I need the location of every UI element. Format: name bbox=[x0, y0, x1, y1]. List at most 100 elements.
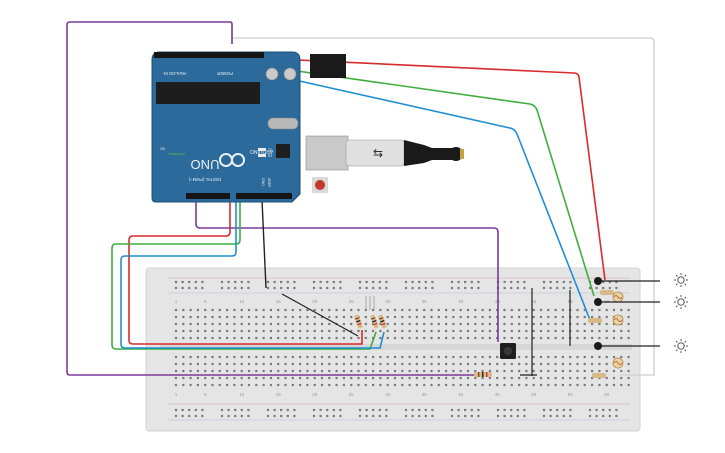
wire-green-led[interactable] bbox=[111, 200, 377, 350]
breadboard-hole[interactable] bbox=[240, 322, 243, 326]
breadboard-hole[interactable] bbox=[182, 383, 185, 387]
breadboard-hole[interactable] bbox=[233, 369, 236, 373]
breadboard-hole[interactable] bbox=[503, 280, 506, 284]
breadboard-hole[interactable] bbox=[174, 280, 178, 284]
breadboard-hole[interactable] bbox=[612, 336, 616, 340]
breadboard-hole[interactable] bbox=[488, 355, 491, 359]
breadboard-hole[interactable] bbox=[204, 369, 207, 373]
breadboard-hole[interactable] bbox=[247, 286, 250, 290]
breadboard-hole[interactable] bbox=[386, 369, 389, 373]
breadboard-hole[interactable] bbox=[591, 362, 594, 366]
breadboard-hole[interactable] bbox=[474, 355, 477, 359]
breadboard-hole[interactable] bbox=[430, 362, 433, 366]
breadboard-hole[interactable] bbox=[627, 322, 630, 326]
breadboard-hole[interactable] bbox=[569, 286, 572, 290]
breadboard-hole[interactable] bbox=[291, 322, 294, 326]
breadboard-hole[interactable] bbox=[291, 355, 294, 359]
breadboard-hole[interactable] bbox=[226, 369, 229, 373]
breadboard-hole[interactable] bbox=[532, 376, 535, 380]
breadboard-hole[interactable] bbox=[326, 280, 329, 284]
breadboard-hole[interactable] bbox=[516, 414, 519, 418]
breadboard-hole[interactable] bbox=[320, 308, 324, 312]
breadboard-hole[interactable] bbox=[569, 369, 572, 373]
breadboard-hole[interactable] bbox=[218, 383, 221, 387]
breadboard-hole[interactable] bbox=[218, 329, 221, 333]
breadboard-hole[interactable] bbox=[539, 362, 543, 366]
breadboard-hole[interactable] bbox=[269, 383, 272, 387]
breadboard-hole[interactable] bbox=[424, 286, 427, 290]
breadboard-hole[interactable] bbox=[335, 329, 338, 333]
breadboard-hole[interactable] bbox=[393, 336, 397, 340]
breadboard-hole[interactable] bbox=[627, 355, 630, 359]
breadboard-hole[interactable] bbox=[554, 362, 557, 366]
wire-green-analog[interactable] bbox=[261, 65, 595, 297]
breadboard-hole[interactable] bbox=[174, 355, 178, 359]
breadboard-hole[interactable] bbox=[401, 383, 404, 387]
breadboard-hole[interactable] bbox=[226, 315, 229, 319]
breadboard-hole[interactable] bbox=[496, 355, 499, 359]
breadboard-hole[interactable] bbox=[523, 286, 526, 290]
breadboard-hole[interactable] bbox=[452, 308, 455, 312]
breadboard-hole[interactable] bbox=[262, 322, 265, 326]
breadboard-hole[interactable] bbox=[503, 362, 506, 366]
breadboard-hole[interactable] bbox=[211, 355, 214, 359]
breadboard-hole[interactable] bbox=[313, 369, 316, 373]
breadboard-hole[interactable] bbox=[364, 355, 367, 359]
breadboard-hole[interactable] bbox=[518, 362, 521, 366]
breadboard-hole[interactable] bbox=[503, 329, 506, 333]
breadboard-hole[interactable] bbox=[280, 408, 283, 412]
breadboard-hole[interactable] bbox=[262, 376, 265, 380]
breadboard-hole[interactable] bbox=[591, 329, 594, 333]
breadboard-hole[interactable] bbox=[430, 336, 433, 340]
breadboard-hole[interactable] bbox=[620, 369, 623, 373]
breadboard-hole[interactable] bbox=[525, 383, 528, 387]
breadboard-hole[interactable] bbox=[269, 376, 272, 380]
breadboard-hole[interactable] bbox=[255, 369, 258, 373]
breadboard-hole[interactable] bbox=[510, 369, 513, 373]
breadboard-hole[interactable] bbox=[196, 362, 199, 366]
breadboard-hole[interactable] bbox=[547, 376, 550, 380]
breadboard-hole[interactable] bbox=[218, 376, 221, 380]
breadboard-hole[interactable] bbox=[503, 322, 506, 326]
breadboard-hole[interactable] bbox=[204, 355, 207, 359]
breadboard-hole[interactable] bbox=[547, 369, 550, 373]
breadboard-hole[interactable] bbox=[437, 376, 440, 380]
breadboard-hole[interactable] bbox=[393, 329, 397, 333]
breadboard-hole[interactable] bbox=[627, 369, 630, 373]
breadboard-hole[interactable] bbox=[627, 383, 630, 387]
breadboard-hole[interactable] bbox=[220, 280, 224, 284]
breadboard-hole[interactable] bbox=[364, 383, 367, 387]
breadboard-hole[interactable] bbox=[404, 408, 408, 412]
breadboard-hole[interactable] bbox=[211, 329, 214, 333]
breadboard-hole[interactable] bbox=[561, 322, 564, 326]
breadboard-hole[interactable] bbox=[452, 329, 455, 333]
breadboard-hole[interactable] bbox=[306, 336, 309, 340]
breadboard-hole[interactable] bbox=[525, 315, 528, 319]
breadboard-hole[interactable] bbox=[364, 362, 367, 366]
breadboard-hole[interactable] bbox=[277, 308, 280, 312]
breadboard-hole[interactable] bbox=[588, 286, 592, 290]
breadboard-hole[interactable] bbox=[539, 322, 543, 326]
breadboard-hole[interactable] bbox=[408, 376, 411, 380]
breadboard-hole[interactable] bbox=[608, 286, 611, 290]
breadboard-hole[interactable] bbox=[372, 383, 375, 387]
breadboard-hole[interactable] bbox=[196, 355, 199, 359]
breadboard-hole[interactable] bbox=[350, 315, 353, 319]
breadboard-hole[interactable] bbox=[211, 308, 214, 312]
breadboard-hole[interactable] bbox=[350, 329, 353, 333]
breadboard-hole[interactable] bbox=[393, 308, 397, 312]
breadboard-hole[interactable] bbox=[319, 280, 322, 284]
breadboard-hole[interactable] bbox=[569, 408, 572, 412]
breadboard-hole[interactable] bbox=[556, 414, 559, 418]
breadboard-hole[interactable] bbox=[591, 376, 594, 380]
breadboard-hole[interactable] bbox=[445, 362, 448, 366]
breadboard-hole[interactable] bbox=[342, 355, 345, 359]
breadboard-hole[interactable] bbox=[602, 414, 605, 418]
breadboard-hole[interactable] bbox=[598, 355, 601, 359]
breadboard-hole[interactable] bbox=[583, 315, 586, 319]
breadboard-hole[interactable] bbox=[464, 414, 467, 418]
breadboard-hole[interactable] bbox=[284, 315, 287, 319]
breadboard-hole[interactable] bbox=[457, 286, 460, 290]
breadboard-hole[interactable] bbox=[273, 286, 276, 290]
